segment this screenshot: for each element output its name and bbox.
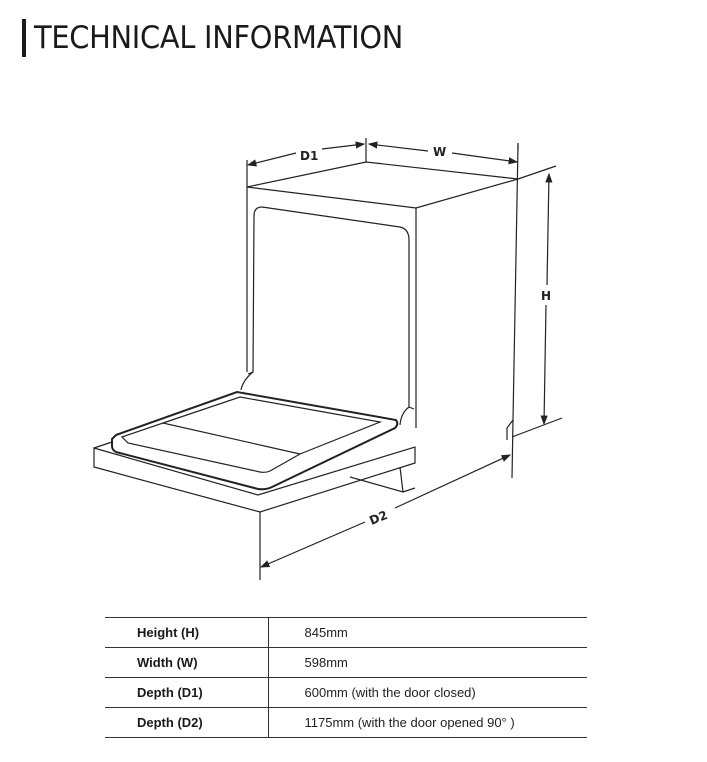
dimension-lines — [246, 138, 563, 580]
title-bar — [22, 19, 26, 57]
spec-label: Height (H) — [105, 617, 269, 648]
spec-value: 598mm — [268, 647, 587, 678]
table-row: Width (W)598mm — [105, 647, 587, 678]
spec-label: Depth (D1) — [105, 677, 269, 708]
spec-label: Depth (D2) — [105, 707, 269, 738]
spec-value: 1175mm (with the door opened 90° ) — [268, 707, 587, 738]
d2-label: D2 — [367, 508, 389, 528]
table-row: Depth (D1)600mm (with the door closed) — [105, 677, 587, 708]
spec-value: 600mm (with the door closed) — [268, 677, 587, 708]
cabinet-outline — [240, 144, 519, 479]
table-row: Depth (D2)1175mm (with the door opened 9… — [105, 707, 587, 738]
open-door — [93, 390, 416, 513]
specs-table: Height (H)845mm Width (W)598mm Depth (D1… — [105, 617, 587, 738]
page-title: TECHNICAL INFORMATION — [34, 20, 404, 56]
spec-value: 845mm — [268, 617, 587, 648]
table-row: Height (H)845mm — [105, 617, 587, 648]
d1-label: D1 — [300, 149, 318, 163]
spec-label: Width (W) — [105, 647, 269, 678]
w-label: W — [433, 145, 446, 159]
section-title: TECHNICAL INFORMATION — [22, 18, 431, 58]
h-label: H — [541, 289, 551, 303]
